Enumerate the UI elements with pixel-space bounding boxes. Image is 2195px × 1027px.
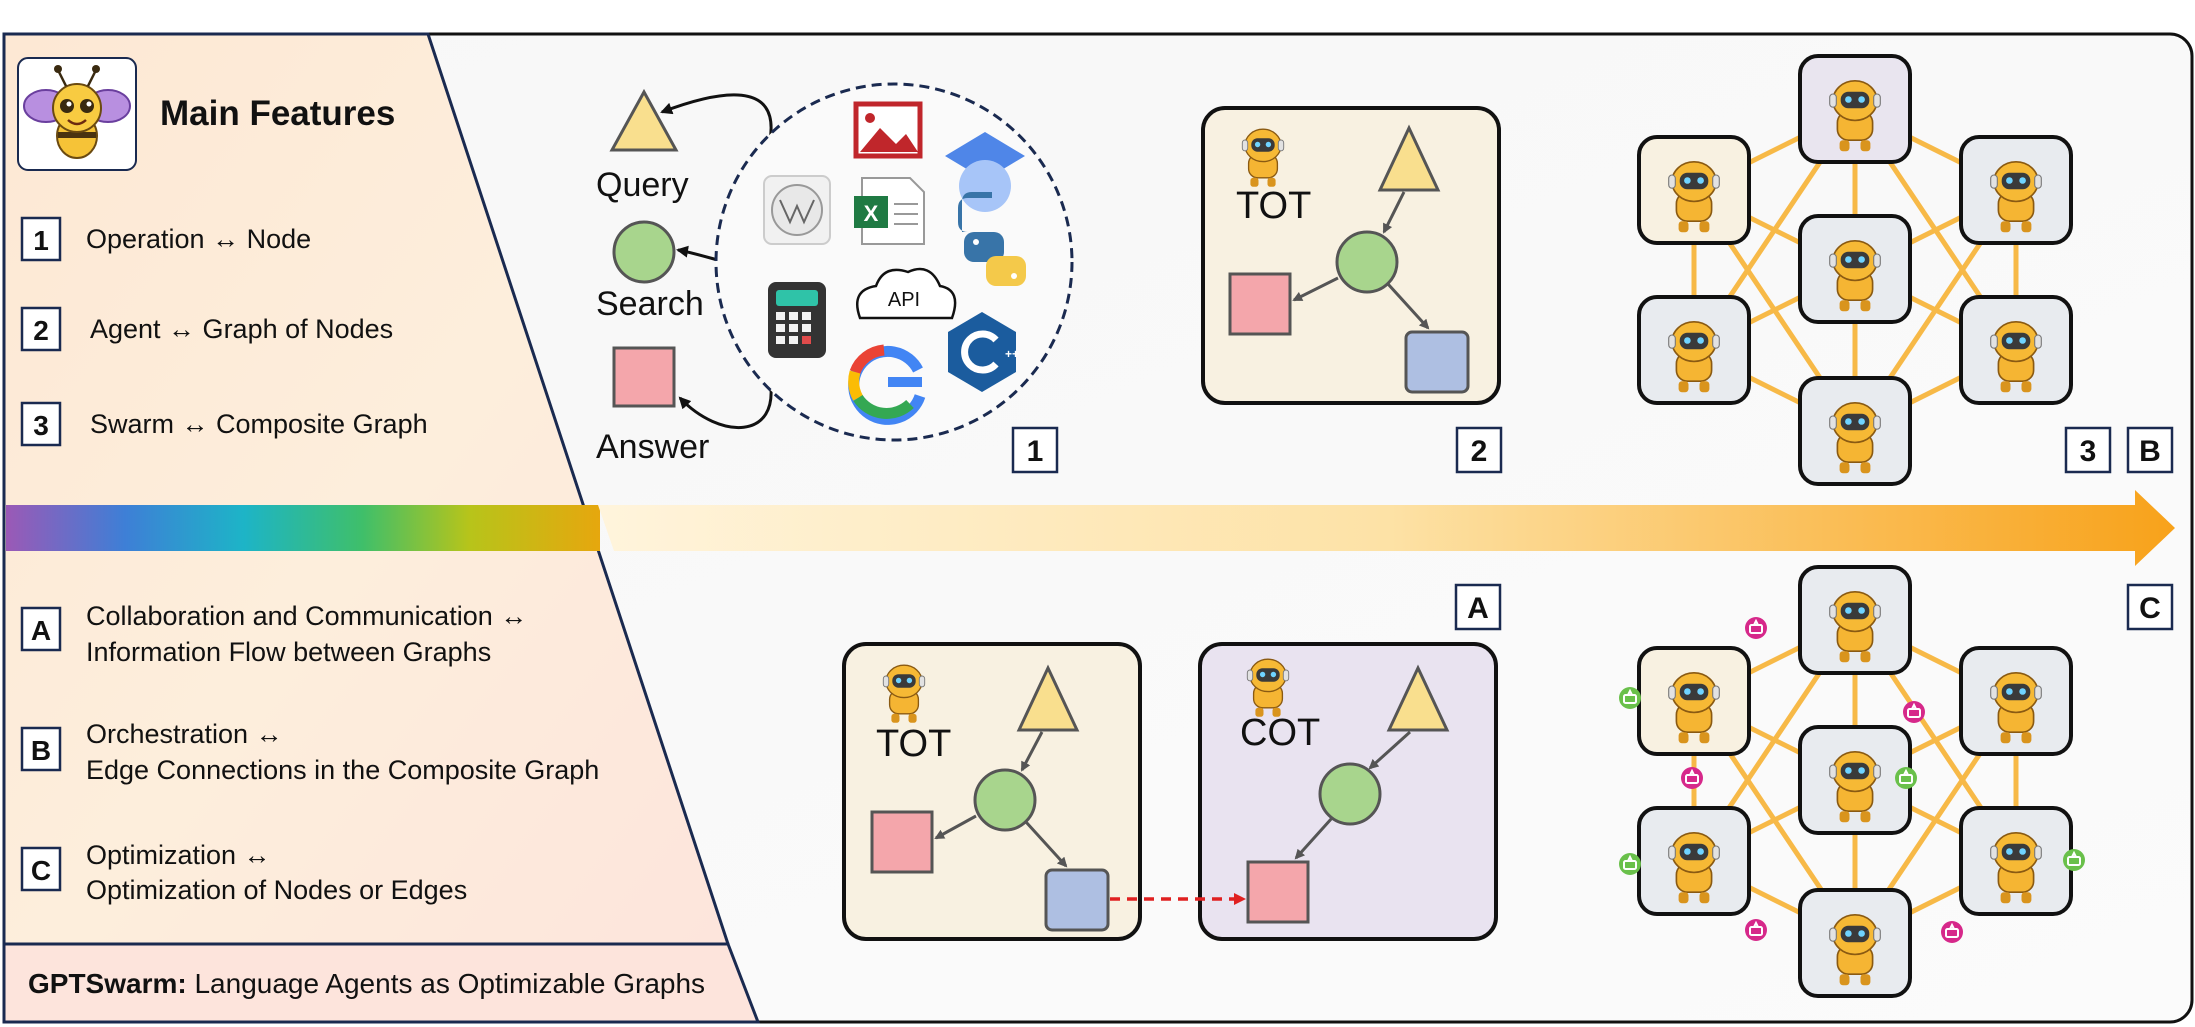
opt-node-top (1798, 565, 1912, 675)
feature-2-text: Agent ↔ Graph of Nodes (90, 314, 393, 344)
opt-node-center (1798, 725, 1912, 835)
feature-c-line2: Optimization of Nodes or Edges (86, 875, 467, 905)
feature-b-num: B (31, 735, 51, 766)
panelB-badge: B (2139, 435, 2161, 468)
panel-collaboration: TOT COT A (842, 583, 1502, 941)
feature-1-text: Operation ↔ Node (86, 224, 311, 254)
feature-b-line1: Orchestration ↔ (86, 719, 283, 749)
edge-opt-icon (1744, 918, 1768, 942)
panel-swarm: 3 B (1637, 54, 2174, 486)
panel3-badge: 3 (2080, 435, 2097, 468)
opt-node-right-top (1959, 646, 2073, 756)
panel2-badge: 2 (1471, 435, 1488, 468)
feature-3-num: 3 (33, 410, 49, 441)
node-opt-icon (1618, 686, 1642, 710)
search-circle (612, 220, 676, 284)
swarm-node-right-top (1959, 135, 2073, 245)
feature-3: 3 Swarm ↔ Composite Graph (20, 401, 428, 447)
query-triangle (609, 88, 679, 152)
tot-blue-square (1404, 330, 1470, 394)
query-connector (660, 93, 773, 141)
wikipedia-icon (763, 175, 831, 245)
image-icon (853, 101, 923, 159)
feature-c: C Optimization ↔ Optimization of Nodes o… (20, 840, 467, 905)
panel-agent: TOT 2 (1201, 106, 1503, 474)
footer-band (2, 942, 761, 1024)
svg-text:++: ++ (1005, 347, 1019, 361)
scholar-icon (945, 132, 1025, 212)
feature-c-line1: Optimization ↔ (86, 840, 271, 870)
edge-opt-icon (1902, 700, 1926, 724)
feature-3-text: Swarm ↔ Composite Graph (90, 409, 428, 439)
tot-triangle (1377, 124, 1441, 192)
google-icon (848, 344, 926, 425)
panel-optimization: C (1618, 565, 2174, 998)
python-icon (958, 192, 1026, 286)
feature-1-num: 1 (33, 225, 49, 256)
tot-red-square (1228, 272, 1292, 336)
swarm-node-bottom (1798, 376, 1912, 486)
bee-logo (17, 57, 137, 171)
api-label: API (888, 289, 920, 311)
swarm-node-left-top (1637, 135, 1751, 245)
feature-1: 1 Operation ↔ Node (20, 216, 311, 262)
feature-c-num: C (31, 855, 51, 886)
node-opt-icon (1894, 766, 1918, 790)
edge-opt-icon (1744, 616, 1768, 640)
swarm-node-right-bottom (1959, 295, 2073, 405)
opt-node-bottom (1798, 888, 1912, 998)
api-cloud-icon: API (856, 267, 957, 320)
node-opt-icon (2062, 848, 2086, 872)
panelA-badge: A (1467, 592, 1489, 625)
answer-connector (678, 379, 773, 429)
search-label: Search (596, 285, 704, 323)
swarm-node-center (1798, 214, 1912, 324)
feature-a-line1: Collaboration and Communication ↔ (86, 601, 527, 631)
calculator-icon (768, 282, 826, 358)
answer-square (612, 346, 676, 408)
edge-opt-icon (1940, 920, 1964, 944)
svg-text:X: X (864, 201, 879, 226)
feature-2: 2 Agent ↔ Graph of Nodes (20, 306, 393, 352)
opt-node-left-bottom (1637, 806, 1751, 916)
cpp-icon: ++ (948, 312, 1019, 392)
node-opt-icon (1618, 852, 1642, 876)
swarm-node-left-bottom (1637, 295, 1751, 405)
feature-a-line2: Information Flow between Graphs (86, 637, 491, 667)
progress-arrow (598, 490, 2175, 566)
footer-rest: Language Agents as Optimizable Graphs (187, 968, 705, 999)
edge-opt-icon (1680, 766, 1704, 790)
feature-2-num: 2 (33, 315, 49, 346)
opt-node-right-bottom (1959, 806, 2073, 916)
panel1-badge: 1 (1027, 435, 1044, 468)
lower-cot-label: COT (1240, 712, 1320, 754)
feature-a-num: A (31, 615, 51, 646)
feature-b-line2: Edge Connections in the Composite Graph (86, 755, 599, 785)
tot-circle (1335, 230, 1399, 294)
feature-b: B Orchestration ↔ Edge Connections in th… (20, 719, 599, 785)
lower-tot-label: TOT (876, 723, 951, 765)
sidebar-title: Main Features (160, 94, 395, 133)
footer-text: GPTSwarm: Language Agents as Optimizable… (28, 968, 705, 999)
swarm-node-top (1798, 54, 1912, 164)
panelC-badge: C (2139, 592, 2161, 625)
excel-icon: X (854, 177, 925, 245)
opt-node-left-top (1637, 646, 1751, 756)
query-label: Query (596, 166, 689, 204)
rainbow-bar (6, 505, 600, 551)
panel-operations: Query Search Answer (596, 82, 1074, 474)
tot-label: TOT (1236, 185, 1311, 227)
feature-a: A Collaboration and Communication ↔ Info… (20, 601, 527, 667)
answer-label: Answer (596, 428, 709, 466)
footer-bold: GPTSwarm: (28, 968, 187, 999)
